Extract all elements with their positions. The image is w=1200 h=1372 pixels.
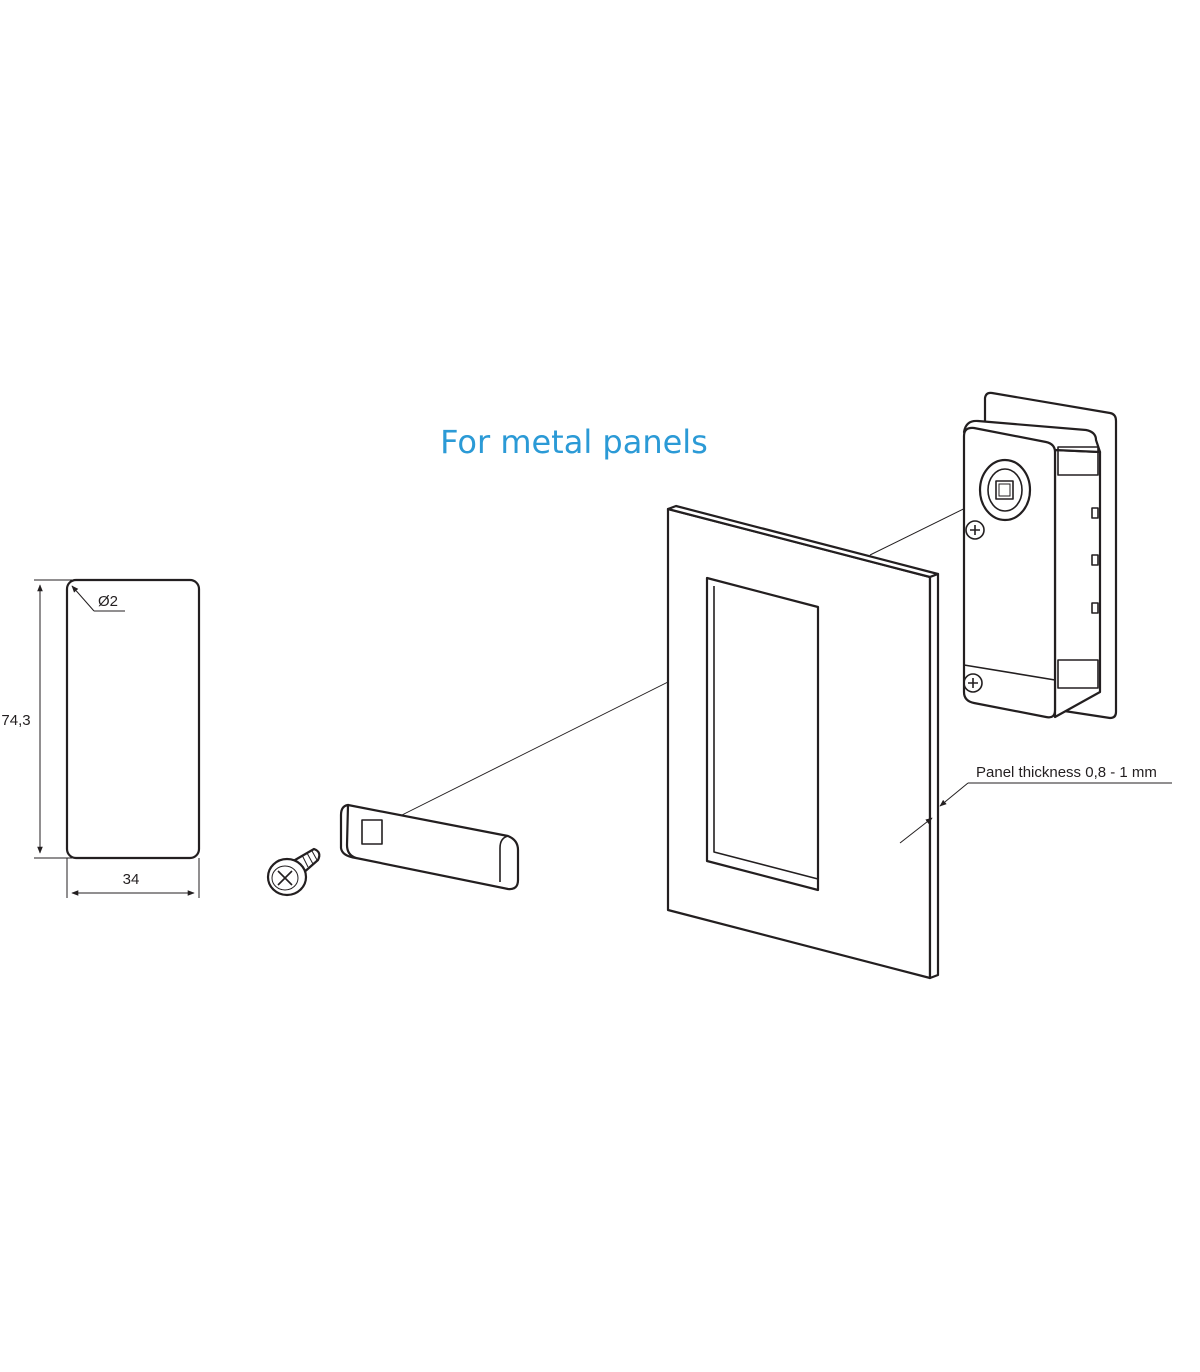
housing-clip-top — [1057, 446, 1099, 476]
cam-boss-inner — [987, 468, 1023, 512]
lever-end-face — [499, 835, 509, 882]
face-screw-top-icon — [965, 520, 985, 540]
cam-square-drive-inner — [998, 483, 1011, 497]
corner-leader-arrow — [71, 585, 95, 612]
housing-slot — [1091, 554, 1099, 566]
face-screw-bottom-icon — [963, 673, 983, 693]
panel-cutout — [705, 576, 820, 892]
lever-square-hole — [361, 819, 383, 845]
housing-front — [962, 426, 1057, 719]
screw — [266, 847, 321, 897]
cutout-dimension-drawing: 74,3 34 Ø2 — [1, 578, 201, 898]
housing-clip-bottom — [1057, 659, 1099, 689]
screw-head-inner — [271, 865, 299, 891]
lock-housing — [962, 391, 1118, 720]
lever-body — [345, 803, 520, 891]
width-dimension-label: 34 — [123, 871, 140, 888]
diagram-title: For metal panels — [440, 423, 708, 461]
panel-side-edge — [928, 572, 940, 980]
housing-front-band — [963, 664, 1056, 681]
lever-bar — [339, 803, 520, 891]
panel-cutout-inner-edge — [713, 586, 819, 880]
cutout-outline — [65, 578, 201, 860]
metal-panel: Panel thickness 0,8 - 1 mm — [666, 504, 1172, 980]
housing-slot — [1091, 507, 1099, 519]
housing-slot — [1091, 602, 1099, 614]
cam-square-drive — [995, 480, 1014, 500]
thickness-arrow-back — [939, 782, 969, 807]
thickness-arrow-front — [899, 817, 933, 844]
phillips-cross-icon — [277, 870, 293, 886]
cam-boss-outer — [978, 458, 1032, 522]
panel-thickness-label: Panel thickness 0,8 - 1 mm — [976, 764, 1157, 781]
lever-front-edge — [339, 803, 358, 860]
corner-radius-label: Ø2 — [98, 593, 118, 610]
housing-side — [1053, 448, 1102, 719]
housing-top — [962, 419, 1102, 454]
height-dimension-label: 74,3 — [1, 712, 30, 729]
